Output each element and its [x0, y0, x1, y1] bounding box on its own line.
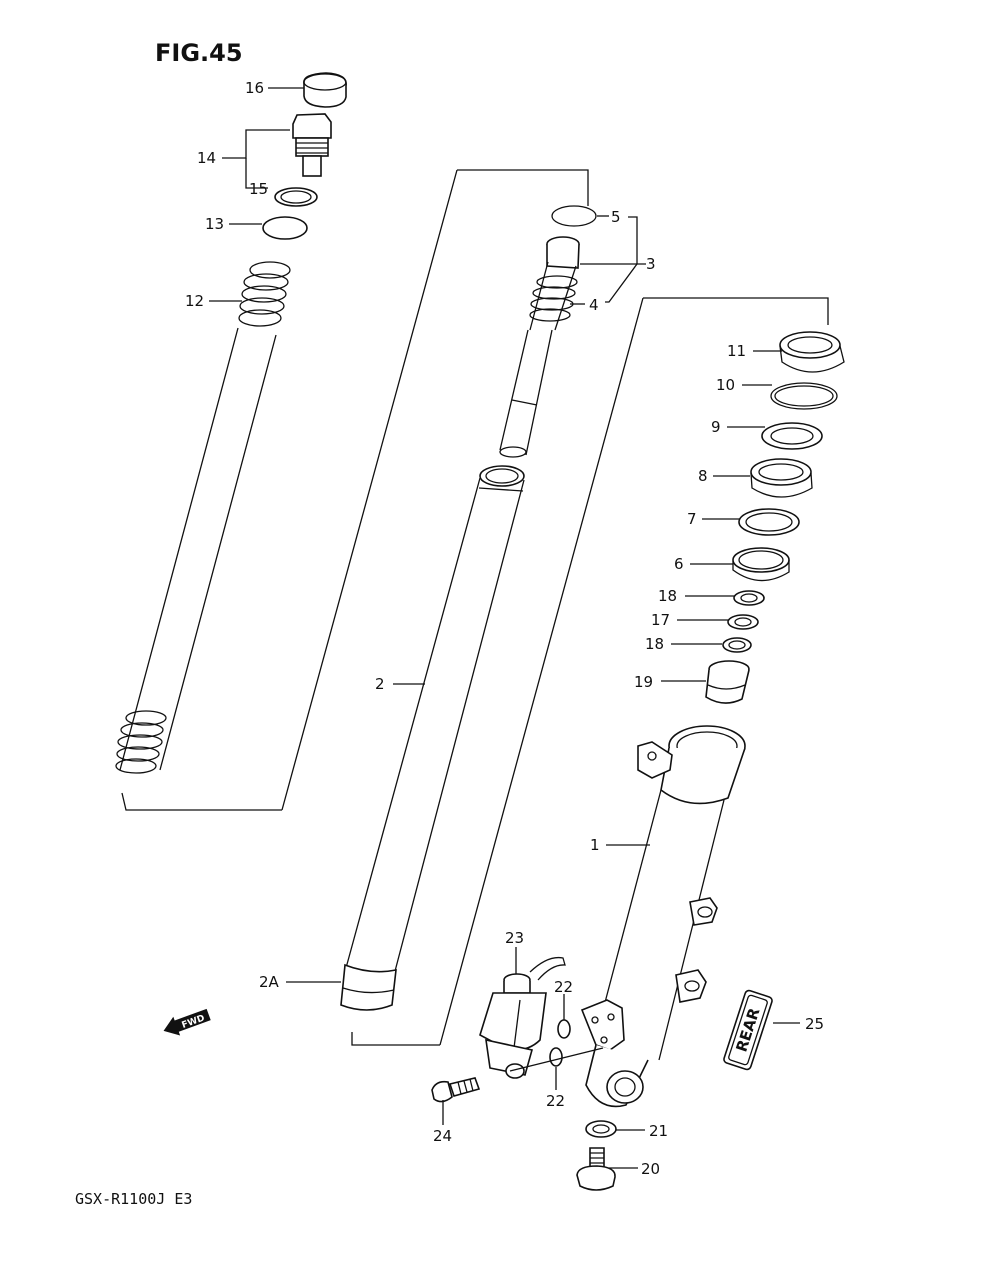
- boundary-line: [351, 1032, 440, 1046]
- fwd-arrow-badge: FWD: [163, 1008, 211, 1036]
- part-22-o-ring-upper: [557, 1019, 571, 1039]
- part-16-cap: [303, 72, 347, 108]
- callout-19: 19: [634, 673, 653, 691]
- model-code: GSX-R1100J E3: [75, 1190, 192, 1208]
- part-19-oil-lock-piece: [705, 660, 750, 704]
- part-18-washer-lower: [722, 637, 752, 653]
- leader-lines: [209, 87, 800, 1169]
- part-13-washer: [262, 216, 308, 240]
- callout-16: 16: [245, 79, 264, 97]
- fwd-text: FWD: [181, 1013, 207, 1030]
- part-21-washer: [585, 1120, 617, 1138]
- part-2-inner-tube: [345, 465, 525, 976]
- callout-13: 13: [205, 215, 224, 233]
- callout-11: 11: [727, 342, 746, 360]
- part-24-bolt: [431, 1077, 481, 1103]
- callout-23: 23: [505, 929, 524, 947]
- part-25-emblem: REAR: [723, 989, 773, 1071]
- part-11-dust-seal: [779, 331, 845, 373]
- callout-9: 9: [711, 418, 721, 436]
- boundary-line: [281, 169, 458, 811]
- part-14-bolt: [292, 113, 332, 177]
- callout-22-lower: 22: [546, 1092, 565, 1110]
- part-17-seal: [727, 614, 759, 630]
- callout-18-upper: 18: [658, 587, 677, 605]
- callout-15: 15: [249, 180, 268, 198]
- part-1-outer-tube: [580, 725, 746, 1108]
- callout-labels: 16 14 15 13 12 5 3 4 11 10 9 8 7 6 18 17…: [185, 79, 824, 1178]
- callout-22-upper: 22: [554, 978, 573, 996]
- boundary-line: [439, 297, 644, 1046]
- callout-7: 7: [687, 510, 697, 528]
- part-9-washer: [761, 422, 823, 450]
- part-2A-slide-bushing: [340, 963, 397, 1011]
- callout-5: 5: [611, 208, 621, 226]
- callout-25: 25: [805, 1015, 824, 1033]
- part-8-oil-seal: [750, 458, 813, 498]
- callout-18-lower: 18: [645, 635, 664, 653]
- callout-4: 4: [589, 296, 599, 314]
- part-12-spring: [115, 261, 291, 774]
- part-22-o-ring-lower: [549, 1047, 563, 1067]
- part-6-guide-bushing: [732, 547, 790, 582]
- callout-14: 14: [197, 149, 216, 167]
- callout-21: 21: [649, 1122, 668, 1140]
- figure-title: FIG.45: [155, 39, 243, 67]
- callout-1: 1: [590, 836, 600, 854]
- part-10-stopper-ring: [770, 382, 838, 410]
- part-20-bolt: [576, 1147, 616, 1191]
- callout-2: 2: [375, 675, 385, 693]
- assembly-line: [509, 1047, 604, 1072]
- part-18-washer-upper: [733, 590, 765, 606]
- callout-20: 20: [641, 1160, 660, 1178]
- callout-3: 3: [646, 255, 656, 273]
- spring-group-boundary: [457, 169, 589, 206]
- boundary-line: [121, 792, 282, 811]
- center-group-boundary: [643, 297, 829, 325]
- part-3-damper-rod: [499, 236, 580, 458]
- part-5-ring: [551, 205, 597, 227]
- callout-12: 12: [185, 292, 204, 310]
- part-23-valve: [479, 956, 566, 1079]
- callout-2A: 2A: [259, 973, 280, 991]
- part-7-washer: [738, 508, 800, 536]
- callout-24: 24: [433, 1127, 452, 1145]
- callout-6: 6: [674, 555, 684, 573]
- callout-8: 8: [698, 467, 708, 485]
- callout-10: 10: [716, 376, 735, 394]
- callout-17: 17: [651, 611, 670, 629]
